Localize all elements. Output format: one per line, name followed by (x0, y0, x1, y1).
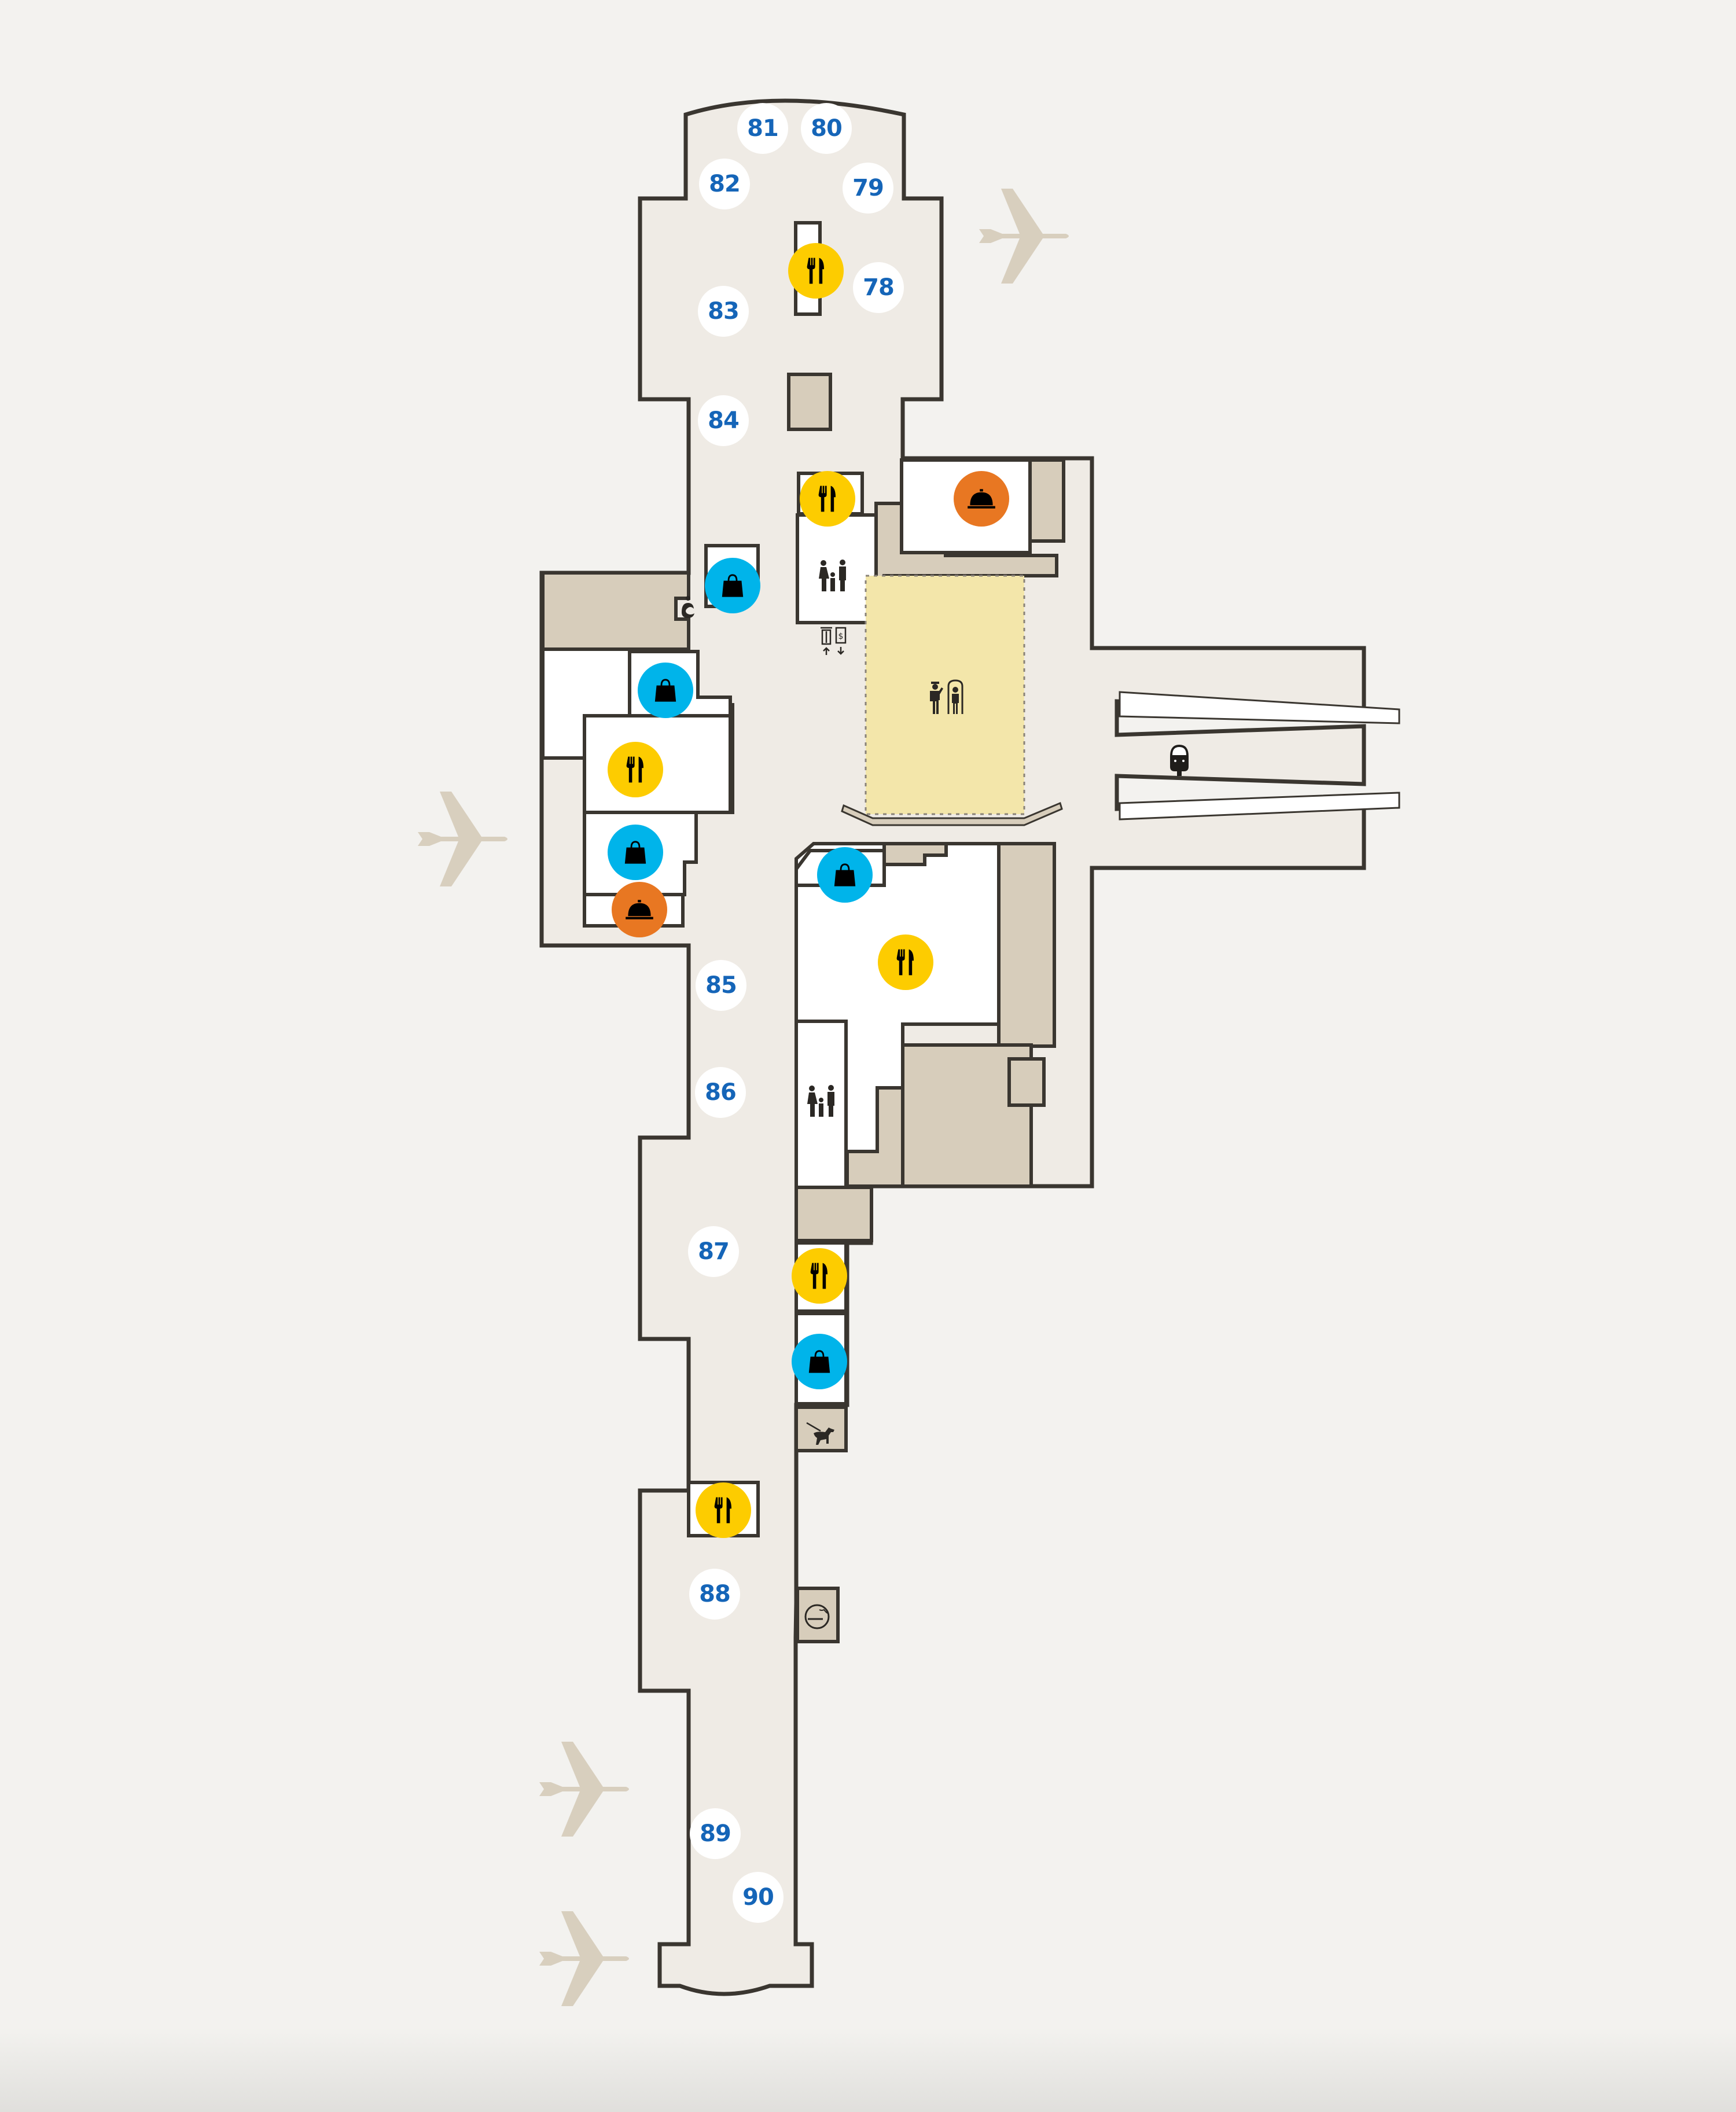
gate-85[interactable]: 85 (696, 960, 746, 1011)
service-bell-icon (626, 900, 653, 919)
service-block-north (787, 373, 832, 431)
train-station[interactable] (1168, 742, 1191, 776)
airplane-icon (539, 1911, 629, 2006)
service-stair-central (882, 842, 948, 866)
fork-knife-icon (818, 485, 836, 512)
shopping-bag-icon (722, 574, 744, 597)
family-restroom-north[interactable] (816, 558, 852, 593)
airplane-icon (418, 792, 507, 886)
smoking-area[interactable] (802, 1602, 832, 1632)
service-block-east (997, 842, 1056, 1048)
dining-poi[interactable] (788, 243, 844, 299)
security-checkpoint-icon (930, 679, 963, 714)
fork-knife-icon (714, 1497, 731, 1524)
gate-86[interactable]: 86 (695, 1067, 746, 1118)
security-exit-barrier (841, 801, 1063, 826)
nursing-room[interactable] (678, 595, 698, 620)
gate-84[interactable]: 84 (698, 395, 749, 446)
gate-88[interactable]: 88 (689, 1569, 740, 1620)
dining-poi[interactable] (878, 934, 933, 990)
fork-knife-icon (896, 949, 914, 976)
services-poi[interactable] (954, 471, 1009, 527)
family-restroom-icon (819, 560, 846, 591)
security-checkpoint[interactable] (928, 678, 968, 715)
shopping-poi[interactable] (608, 825, 663, 880)
dining-poi[interactable] (792, 1248, 847, 1304)
gate-83[interactable]: 83 (698, 286, 749, 337)
dining-poi[interactable] (696, 1482, 751, 1538)
nursing-mother-icon (682, 596, 694, 618)
fork-knife-icon (807, 257, 824, 284)
gate-78[interactable]: 78 (853, 262, 904, 313)
shopping-bag-icon (624, 841, 646, 864)
shopping-poi[interactable] (792, 1334, 847, 1389)
gate-89[interactable]: 89 (690, 1808, 741, 1859)
service-area-west (541, 571, 690, 651)
smoking-room (796, 1587, 840, 1643)
train-platform-south (1119, 792, 1400, 820)
train-platform-north (1119, 691, 1400, 724)
elevator-atm-icon: $ (821, 627, 847, 655)
dining-poi[interactable] (800, 471, 855, 527)
shopping-poi[interactable] (705, 558, 760, 613)
service-bell-icon (968, 489, 995, 509)
shopping-bag-icon (654, 679, 676, 702)
shopping-poi[interactable] (817, 847, 873, 903)
gate-90[interactable]: 90 (733, 1872, 784, 1923)
fork-knife-icon (626, 756, 643, 783)
pet-relief-area[interactable] (806, 1421, 836, 1447)
gate-79[interactable]: 79 (843, 163, 893, 214)
train-icon (1170, 745, 1189, 776)
service-block-lower (795, 1186, 873, 1242)
pet-relief-icon (806, 1422, 834, 1445)
service-room-small (1007, 1057, 1046, 1107)
security-zone (865, 575, 1025, 815)
gate-82[interactable]: 82 (699, 159, 750, 209)
services-poi[interactable] (612, 882, 667, 937)
family-restroom-icon (807, 1085, 834, 1117)
family-restroom-south[interactable] (804, 1084, 840, 1118)
shopping-bag-icon (808, 1350, 830, 1373)
fork-knife-icon (810, 1263, 827, 1289)
elevator-atm[interactable]: $ (819, 626, 849, 660)
gate-87[interactable]: 87 (688, 1226, 739, 1277)
dining-poi[interactable] (608, 742, 663, 797)
pet-relief-room (795, 1405, 848, 1452)
gate-81[interactable]: 81 (737, 103, 788, 154)
service-strip-northeast (1028, 458, 1065, 543)
airplane-icon (539, 1742, 629, 1837)
gate-80[interactable]: 80 (801, 103, 852, 154)
shopping-poi[interactable] (638, 663, 693, 718)
shopping-bag-icon (834, 863, 856, 886)
svg-text:$: $ (838, 632, 844, 641)
smoking-icon (804, 1604, 830, 1629)
airplane-icon (979, 189, 1069, 284)
